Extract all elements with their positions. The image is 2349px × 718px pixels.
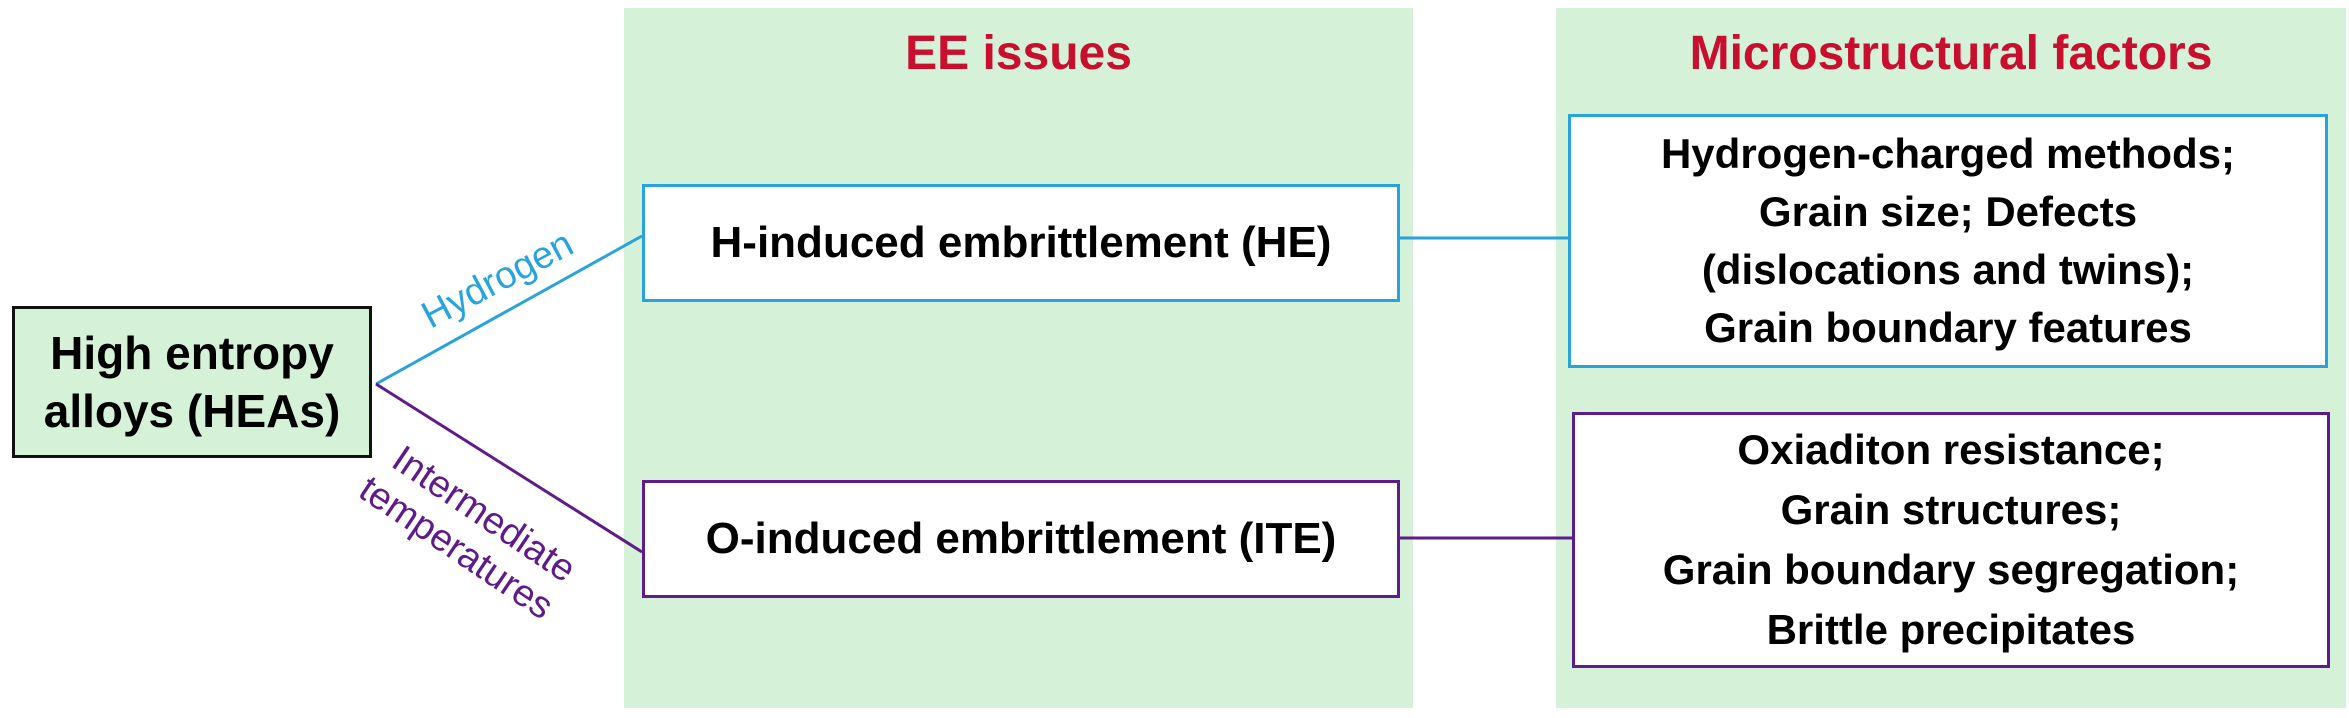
ite-issue-node: O-induced embrittlement (ITE) — [642, 480, 1400, 598]
he-factor-line: Grain boundary features — [1704, 304, 2192, 351]
he-factor-line: Hydrogen-charged methods; — [1660, 130, 2236, 177]
he-factor-line: (dislocations and twins); — [1701, 246, 2195, 293]
ite-factor-line: Grain structures; — [1780, 486, 2122, 533]
oxygen-branch-line — [375, 382, 643, 554]
ite-factor-line: Brittle precipitates — [1766, 606, 2136, 653]
ite-factor-line: Grain boundary segregation; — [1662, 546, 2240, 593]
he-issue-label: H-induced embrittlement (HE) — [710, 218, 1332, 267]
microstructural-factors-title: Microstructural factors — [1689, 27, 2213, 80]
he-factor-line: Grain size; Defects — [1758, 188, 2138, 235]
ite-factors-node: Oxiaditon resistance; Grain structures; … — [1572, 412, 2330, 668]
he-issue-node: H-induced embrittlement (HE) — [642, 184, 1400, 302]
ite-factor-line: Oxiaditon resistance; — [1737, 426, 2165, 473]
hea-line-2: alloys (HEAs) — [43, 385, 341, 437]
ee-issues-title: EE issues — [905, 27, 1132, 80]
ite-issue-label: O-induced embrittlement (ITE) — [705, 514, 1337, 563]
hea-node: High entropy alloys (HEAs) — [12, 306, 372, 458]
he-factors-node: Hydrogen-charged methods; Grain size; De… — [1568, 114, 2328, 368]
hydrogen-branch-line — [375, 234, 643, 386]
hea-line-1: High entropy — [50, 327, 334, 379]
